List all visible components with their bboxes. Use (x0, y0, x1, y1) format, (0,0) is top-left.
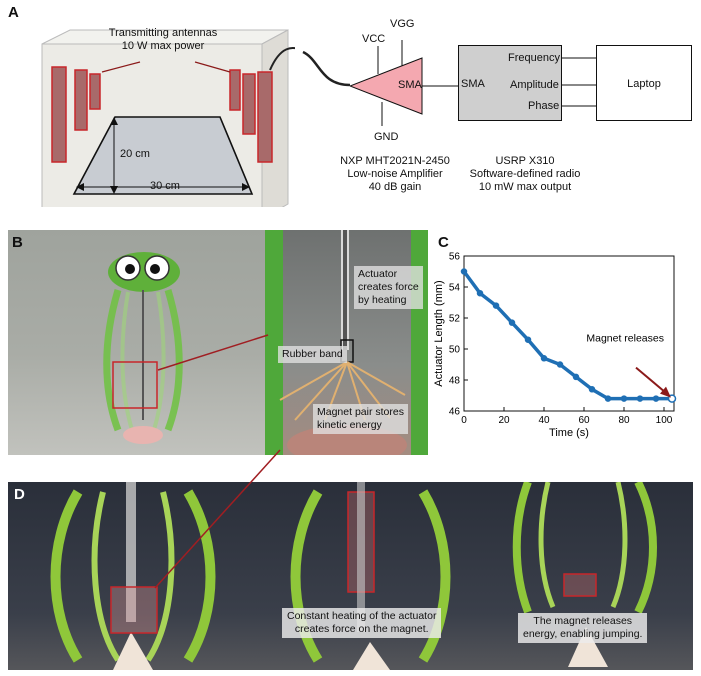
y-tick-label: 50 (449, 345, 461, 356)
laptop-label: Laptop (596, 78, 692, 91)
x-tick-label: 100 (656, 415, 673, 426)
antenna-left-3 (90, 74, 100, 109)
vgg-label: VGG (390, 18, 414, 31)
panel-d-letter: D (14, 486, 25, 503)
actuator-label: Actuator creates force by heating (354, 266, 423, 309)
antenna-left-1 (52, 67, 66, 162)
zoom-connector-d (150, 448, 290, 593)
antenna-label-1: Transmitting antennas (108, 27, 218, 40)
antenna-right-3 (258, 72, 272, 162)
data-point (558, 362, 563, 367)
radio-caption-2: Software-defined radio (460, 168, 590, 181)
data-point (654, 396, 659, 401)
vcc-label: VCC (362, 33, 385, 46)
amp-sma-label: SMA (398, 79, 422, 92)
radio-caption-3: 10 mW max output (460, 181, 590, 194)
x-axis-label: Time (s) (549, 427, 589, 439)
zoom-connector-b (150, 330, 270, 380)
radio-caption-1: USRP X310 (460, 155, 590, 168)
gnd-label: GND (374, 131, 398, 144)
antenna-right-2 (243, 74, 255, 134)
x-tick-label: 20 (498, 415, 510, 426)
caption-heating: Constant heating of the actuator creates… (282, 608, 441, 638)
panel-b-letter: B (12, 234, 23, 251)
amp-caption-2: Low-noise Amplifier (330, 168, 460, 181)
antenna-right-1 (230, 70, 240, 110)
amp-caption-1: NXP MHT2021N-2450 (330, 155, 460, 168)
antenna-label-2: 10 W max power (108, 40, 218, 53)
data-point (606, 396, 611, 401)
antenna-left-2 (75, 70, 87, 130)
caption-release: The magnet releases energy, enabling jum… (518, 613, 647, 643)
zoom-box-d (111, 587, 157, 633)
data-point (574, 374, 579, 379)
y-tick-label: 56 (449, 252, 461, 263)
radio-sma-label: SMA (461, 78, 485, 91)
x-tick-label: 60 (578, 415, 590, 426)
data-point (526, 337, 531, 342)
data-point (590, 387, 595, 392)
rubber-band-label: Rubber band (278, 346, 347, 363)
data-point (622, 396, 627, 401)
cable (295, 40, 355, 100)
x-tick-label: 0 (461, 415, 467, 426)
amp-caption-3: 40 dB gain (330, 181, 460, 194)
data-point (542, 356, 547, 361)
magnet-label: Magnet pair stores kinetic energy (313, 404, 408, 434)
radio-laptop-lines (562, 45, 598, 121)
panel-a-letter: A (8, 4, 19, 21)
y-tick-label: 48 (449, 376, 461, 387)
y-tick-label: 46 (449, 407, 461, 418)
dimension-width: 30 cm (150, 180, 180, 193)
annotation-text: Magnet releases (586, 332, 664, 344)
data-point (494, 303, 499, 308)
data-point (462, 269, 467, 274)
port-amplitude: Amplitude (510, 79, 559, 92)
y-axis-label: Actuator Length (mm) (433, 280, 445, 386)
data-point (510, 320, 515, 325)
x-tick-label: 80 (618, 415, 630, 426)
port-phase: Phase (528, 100, 559, 113)
port-frequency: Frequency (508, 52, 560, 65)
y-tick-label: 52 (449, 314, 461, 325)
dimension-height: 20 cm (120, 148, 150, 161)
x-tick-label: 40 (538, 415, 550, 426)
data-point (638, 396, 643, 401)
data-point (478, 291, 483, 296)
y-tick-label: 54 (449, 283, 461, 294)
